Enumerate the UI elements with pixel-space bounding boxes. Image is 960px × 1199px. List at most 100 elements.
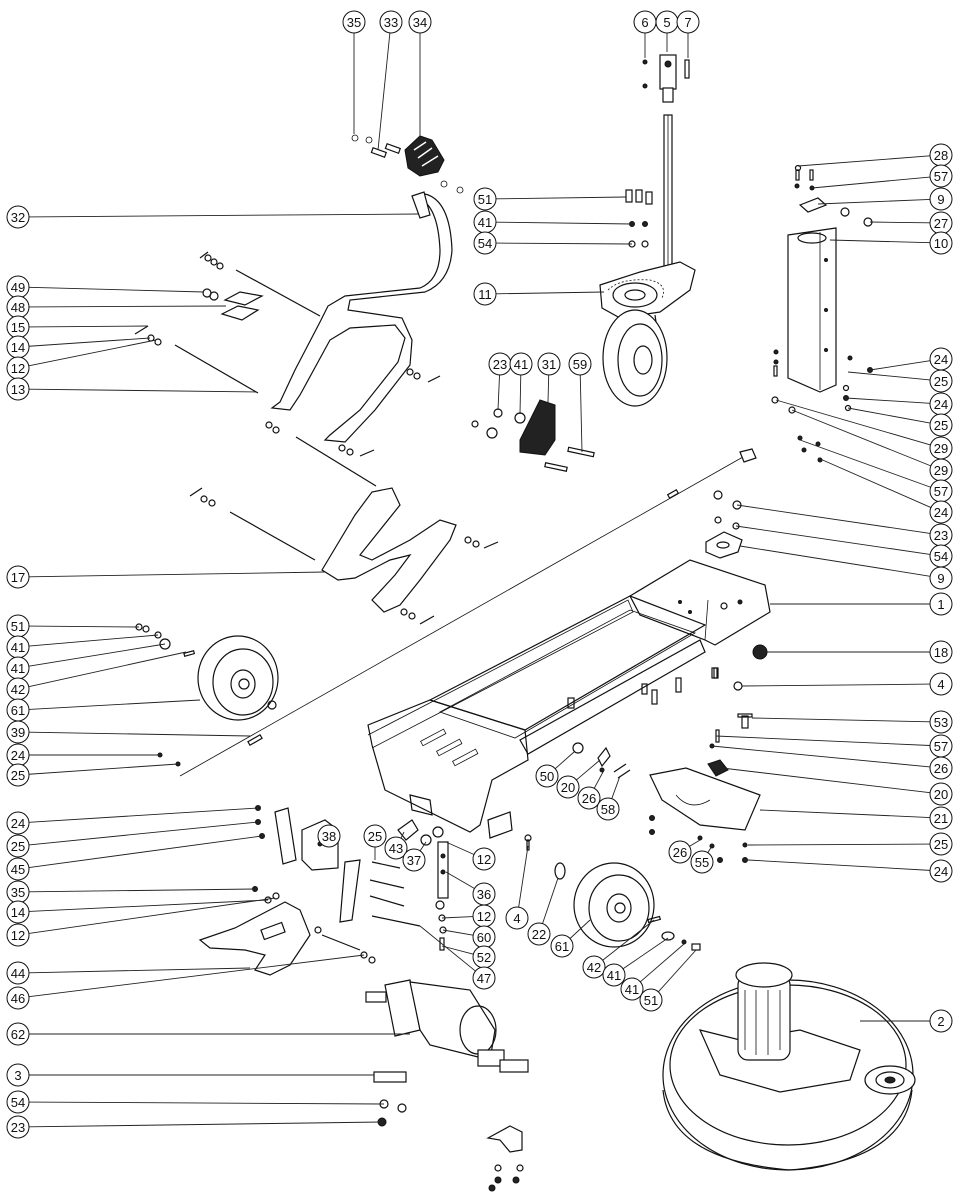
- callout-number: 34: [413, 15, 427, 30]
- callout-circle: [6, 900, 30, 924]
- callout-49: 49: [6, 275, 30, 299]
- leader-line-44: [28, 967, 251, 974]
- callout-4: 4: [929, 672, 953, 696]
- callout-3: 3: [6, 1063, 30, 1087]
- callout-42: 42: [582, 955, 606, 979]
- callout-26: 26: [668, 840, 692, 864]
- callout-number: 25: [11, 768, 25, 783]
- leader-line-41: [622, 937, 669, 970]
- callout-circle: [929, 592, 953, 616]
- callout-circle: [6, 1063, 30, 1087]
- callout-circle: [379, 10, 403, 34]
- callout-number: 24: [11, 748, 25, 763]
- callout-number: 41: [607, 968, 621, 983]
- leader-line-47: [419, 925, 476, 972]
- callout-7: 7: [676, 10, 700, 34]
- callout-47: 47: [472, 966, 496, 990]
- callout-41: 41: [602, 963, 626, 987]
- callout-number: 41: [514, 357, 528, 372]
- callout-number: 24: [934, 864, 948, 879]
- callout-25: 25: [929, 369, 953, 393]
- callout-circle: [6, 923, 30, 947]
- callout-circle: [6, 834, 30, 858]
- mount-plate: [705, 490, 768, 691]
- callout-circle: [6, 565, 30, 589]
- leader-line-4: [741, 683, 931, 687]
- callout-59: 59: [568, 352, 592, 376]
- leader-line-41: [495, 221, 633, 225]
- leader-line-61: [28, 699, 201, 710]
- callout-26: 26: [929, 756, 953, 780]
- callout-41: 41: [6, 635, 30, 659]
- callout-15: 15: [6, 315, 30, 339]
- leader-line-49: [28, 286, 205, 293]
- callout-24: 24: [929, 500, 953, 524]
- callout-circle: [505, 906, 529, 930]
- leader-line-36: [445, 871, 475, 889]
- callout-13: 13: [6, 377, 30, 401]
- callout-circle: [6, 1115, 30, 1139]
- callout-circle: [6, 961, 30, 985]
- leader-line-24: [845, 397, 931, 404]
- callout-number: 25: [934, 374, 948, 389]
- callout-number: 41: [11, 640, 25, 655]
- callout-number: 26: [934, 761, 948, 776]
- callout-number: 57: [934, 739, 948, 754]
- callout-circle: [929, 859, 953, 883]
- right-wheel: [524, 834, 701, 951]
- callout-54: 54: [929, 544, 953, 568]
- callout-circle: [472, 966, 496, 990]
- leader-line-50: [554, 751, 575, 770]
- callout-61: 61: [550, 934, 574, 958]
- callout-number: 60: [477, 930, 491, 945]
- leader-line-31: [547, 374, 550, 403]
- leader-line-54: [495, 242, 633, 245]
- leader-line-29: [791, 409, 931, 467]
- callout-number: 2: [937, 1014, 944, 1029]
- left-wheel: [135, 623, 279, 767]
- leader-line-27: [869, 221, 931, 224]
- callout-number: 3: [14, 1068, 21, 1083]
- callout-circle: [582, 955, 606, 979]
- leader-line-22: [542, 877, 559, 924]
- callout-circle: [550, 934, 574, 958]
- leader-line-29: [775, 399, 931, 446]
- callout-number: 25: [11, 839, 25, 854]
- callout-10: 10: [929, 231, 953, 255]
- leader-line-33: [377, 32, 391, 151]
- callout-circle: [929, 832, 953, 856]
- leader-line-12: [28, 897, 276, 934]
- callout-44: 44: [6, 961, 30, 985]
- callout-51: 51: [639, 988, 663, 1012]
- callout-circle: [929, 640, 953, 664]
- callout-4: 4: [505, 906, 529, 930]
- callout-circle: [929, 369, 953, 393]
- callout-circle: [929, 500, 953, 524]
- callout-number: 51: [478, 192, 492, 207]
- callout-number: 45: [11, 862, 25, 877]
- callout-number: 51: [644, 993, 658, 1008]
- callout-circle: [6, 763, 30, 787]
- leader-line-24: [28, 807, 259, 823]
- callout-57: 57: [929, 734, 953, 758]
- leader-line-53: [751, 717, 931, 723]
- callout-circle: [473, 282, 497, 306]
- callout-circle: [929, 806, 953, 830]
- callout-number: 36: [477, 887, 491, 902]
- callout-55: 55: [690, 850, 714, 874]
- callout-number: 9: [937, 192, 944, 207]
- leader-line-12: [28, 339, 157, 367]
- callout-11: 11: [473, 282, 497, 306]
- callout-57: 57: [929, 164, 953, 188]
- callout-circle: [929, 187, 953, 211]
- callout-31: 31: [537, 352, 561, 376]
- callout-48: 48: [6, 295, 30, 319]
- callout-51: 51: [473, 187, 497, 211]
- callout-circle: [527, 922, 551, 946]
- callout-2: 2: [929, 1009, 953, 1033]
- callout-26: 26: [577, 786, 601, 810]
- callout-9: 9: [929, 566, 953, 590]
- callout-43: 43: [384, 836, 408, 860]
- callout-number: 18: [934, 645, 948, 660]
- leader-line-25: [847, 407, 931, 424]
